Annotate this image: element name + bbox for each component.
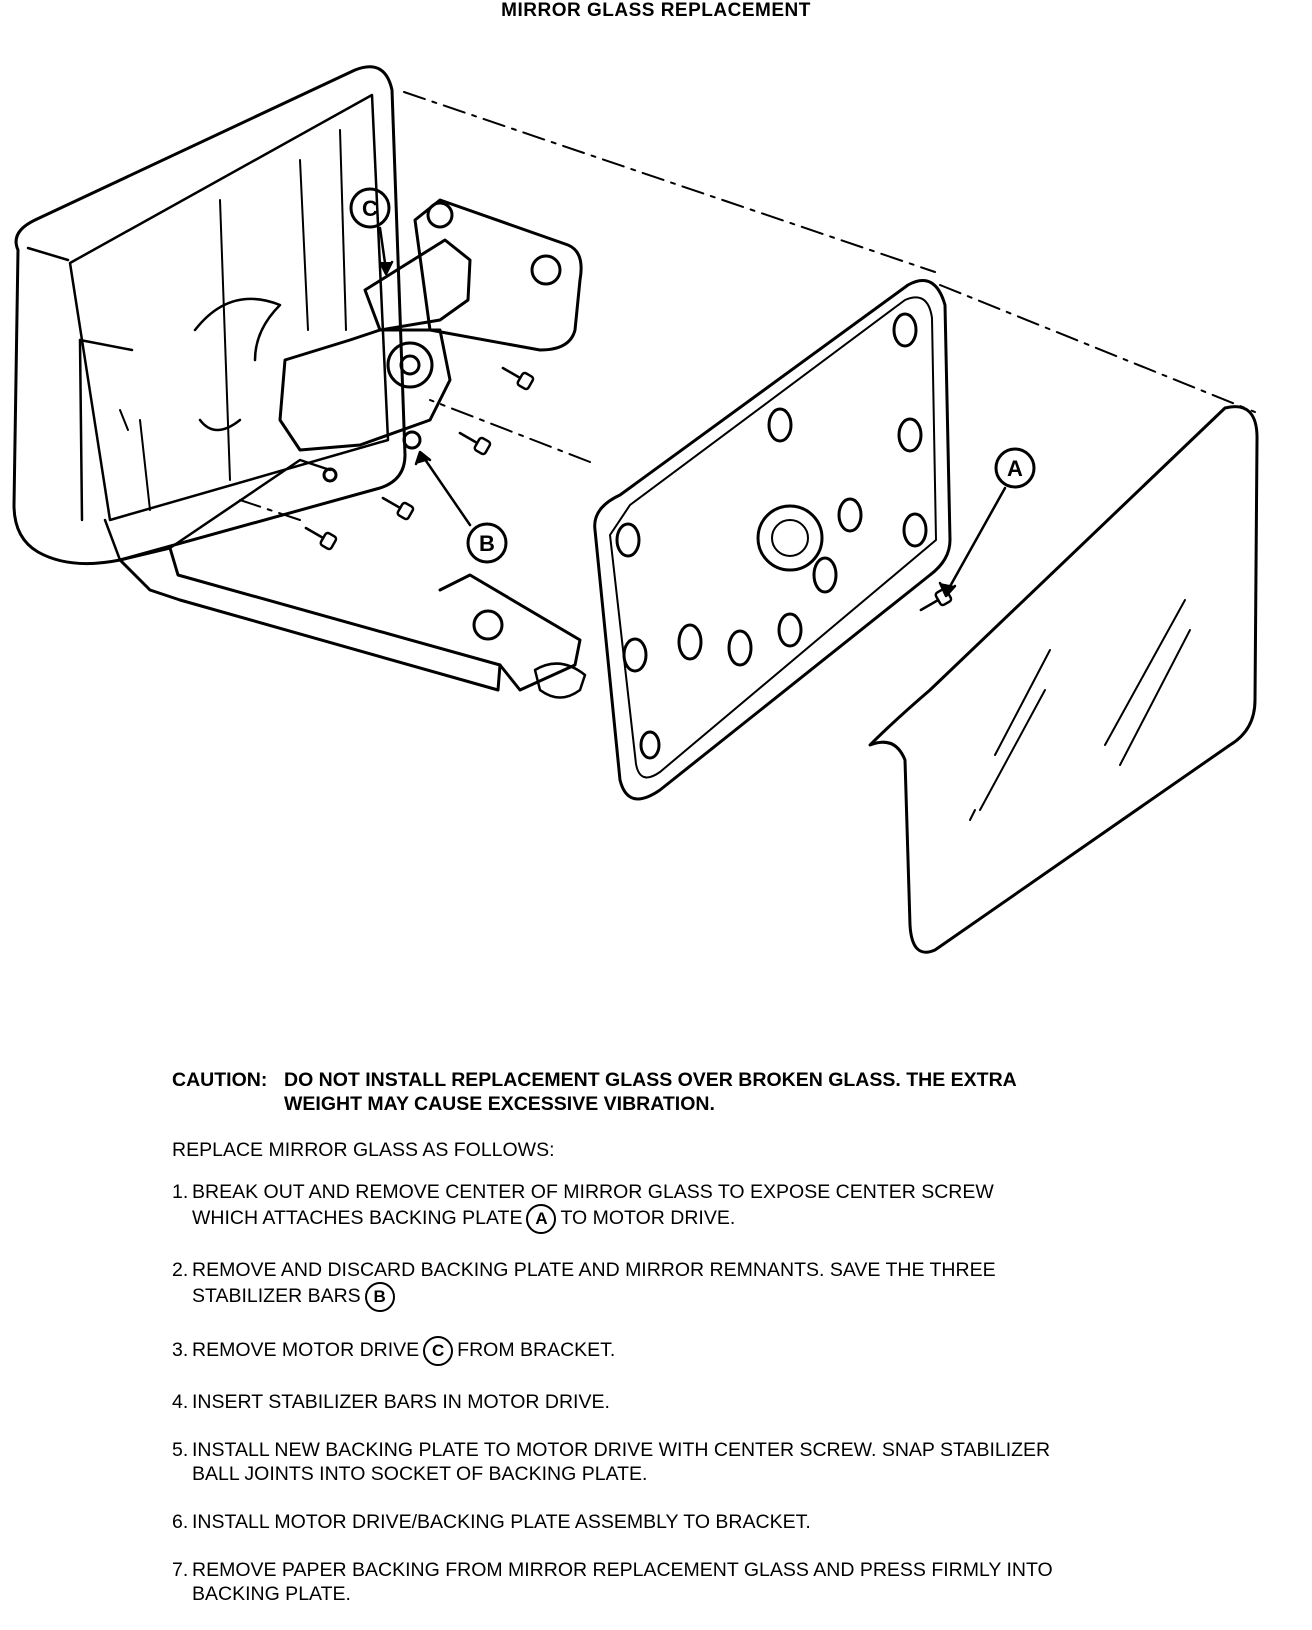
caution-line-2: WEIGHT MAY CAUSE EXCESSIVE VIBRATION. — [284, 1093, 715, 1115]
step-text: INSTALL NEW BACKING PLATE TO MOTOR DRIVE… — [192, 1439, 1051, 1461]
callout-b: B — [466, 522, 508, 564]
step-number: 3. — [172, 1339, 189, 1362]
step-text: BALL JOINTS INTO SOCKET OF BACKING PLATE… — [192, 1463, 648, 1485]
step-number: 4. — [172, 1391, 189, 1413]
step-number: 5. — [172, 1439, 189, 1461]
step-1: 1.BREAK OUT AND REMOVE CENTER OF MIRROR … — [172, 1180, 1282, 1234]
backing-plate — [593, 279, 952, 801]
callout-c-badge: C — [423, 1336, 454, 1366]
step-text: REMOVE MOTOR DRIVE — [192, 1339, 420, 1362]
step-text: WHICH ATTACHES BACKING PLATE — [192, 1207, 523, 1230]
mounting-bracket — [118, 198, 587, 699]
step-number: 6. — [172, 1511, 189, 1533]
step-7: 7.REMOVE PAPER BACKING FROM MIRROR REPLA… — [172, 1558, 1282, 1606]
mirror-housing — [12, 65, 407, 566]
step-text: INSTALL MOTOR DRIVE/BACKING PLATE ASSEMB… — [192, 1511, 811, 1533]
screws — [304, 366, 953, 612]
callout-c: C — [349, 187, 391, 229]
step-text: FROM BRACKET. — [457, 1339, 616, 1362]
intro-text: REPLACE MIRROR GLASS AS FOLLOWS: — [172, 1139, 555, 1161]
instructions: CAUTION: DO NOT INSTALL REPLACEMENT GLASS… — [172, 1068, 1282, 1630]
caution-label: CAUTION: — [172, 1069, 268, 1091]
step-number: 2. — [172, 1259, 189, 1281]
callout-c-label: C — [362, 196, 378, 221]
motor-drive — [193, 238, 472, 483]
step-text: STABILIZER BARS — [192, 1285, 361, 1308]
assembly-guide-lines — [239, 91, 1256, 521]
mirror-glass — [868, 405, 1259, 954]
step-text: TO MOTOR DRIVE. — [560, 1207, 736, 1230]
step-text: REMOVE PAPER BACKING FROM MIRROR REPLACE… — [192, 1559, 1053, 1581]
step-text: REMOVE AND DISCARD BACKING PLATE AND MIR… — [192, 1259, 996, 1281]
caution-line-1: DO NOT INSTALL REPLACEMENT GLASS OVER BR… — [284, 1069, 1017, 1091]
step-text: INSERT STABILIZER BARS IN MOTOR DRIVE. — [192, 1391, 610, 1413]
step-4: 4.INSERT STABILIZER BARS IN MOTOR DRIVE. — [172, 1390, 1282, 1414]
callout-a-badge: A — [526, 1204, 557, 1234]
callout-b-badge: B — [364, 1282, 395, 1312]
step-6: 6.INSTALL MOTOR DRIVE/BACKING PLATE ASSE… — [172, 1510, 1282, 1534]
step-number: 7. — [172, 1559, 189, 1581]
step-5: 5.INSTALL NEW BACKING PLATE TO MOTOR DRI… — [172, 1438, 1282, 1486]
step-text: BREAK OUT AND REMOVE CENTER OF MIRROR GL… — [192, 1181, 994, 1203]
exploded-diagram: C B A — [12, 65, 1259, 954]
callout-b-label: B — [479, 531, 495, 556]
callout-a: A — [994, 447, 1036, 489]
callout-leaders — [378, 226, 1007, 598]
callout-a-label: A — [1007, 456, 1023, 481]
page-title: MIRROR GLASS REPLACEMENT — [501, 0, 811, 21]
step-list: 1.BREAK OUT AND REMOVE CENTER OF MIRROR … — [172, 1180, 1282, 1606]
step-number: 1. — [172, 1181, 189, 1203]
caution-note: CAUTION: DO NOT INSTALL REPLACEMENT GLASS… — [172, 1068, 1282, 1116]
step-text: BACKING PLATE. — [192, 1583, 351, 1605]
step-2: 2.REMOVE AND DISCARD BACKING PLATE AND M… — [172, 1258, 1282, 1312]
